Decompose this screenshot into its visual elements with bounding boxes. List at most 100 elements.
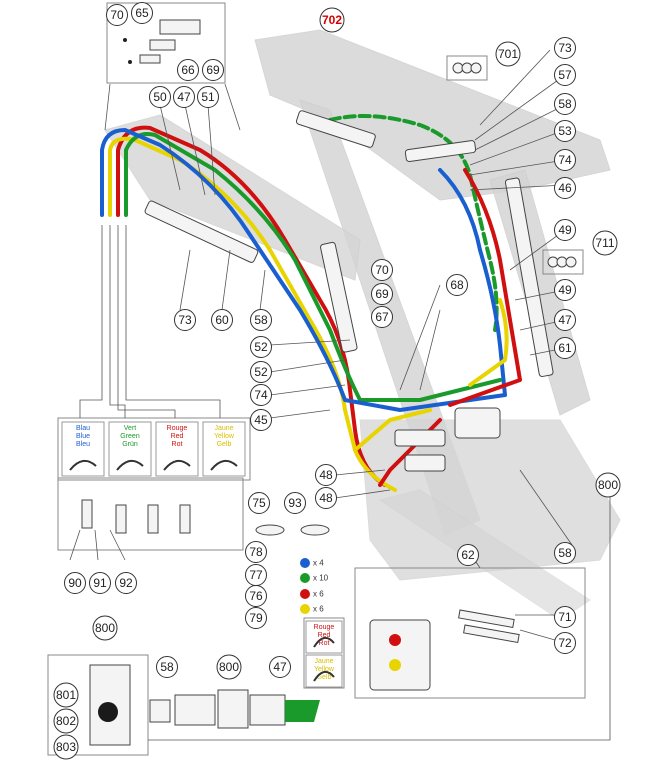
callout-number: 73 [178,313,192,327]
callout-circle [173,86,195,108]
callout-circle [250,384,272,406]
callout-circle [554,120,576,142]
callout-47: 47 [173,86,195,108]
legend-text: Rouge [167,425,188,432]
callout-circle [53,682,79,708]
callout-circle [250,336,272,358]
callout-number: 711 [595,236,614,250]
legend-text: Blau [76,425,90,432]
callout-circle [554,606,576,628]
callout-number: 76 [249,589,263,603]
callout-circle [554,149,576,171]
callout-circle [177,59,199,81]
callout-51: 51 [197,86,219,108]
callout-circle [319,7,345,33]
legend-text: Jaune [214,425,233,432]
callout-800: 800 [216,654,242,680]
callout-number: 58 [558,97,572,111]
callout-58: 58 [554,542,576,564]
callout-circle [197,86,219,108]
callout-number: 74 [558,153,572,167]
legend-text: Jaune [314,658,333,665]
callout-circle [92,615,118,641]
callout-49: 49 [554,279,576,301]
legend-text: Yellow [214,433,235,440]
callout-circle [250,309,272,331]
callout-circle [495,41,521,67]
callout-circle [554,542,576,564]
legend-text: Grün [122,441,138,448]
callout-number: 701 [498,47,518,61]
callout-number: 50 [153,90,167,104]
callout-47: 47 [269,656,291,678]
callout-number: 75 [252,496,266,510]
callout-number: 800 [598,478,618,492]
callout-number: 48 [319,468,333,482]
colour-swatches [300,558,310,614]
coupler-section-box [47,495,611,756]
callout-circle [53,734,79,760]
callout-800: 800 [92,615,118,641]
callout-circle [592,230,618,256]
callout-number: 92 [119,576,133,590]
callout-number: 74 [254,388,268,402]
callout-number: 62 [461,548,475,562]
callout-46: 46 [554,177,576,199]
callout-circle [156,656,178,678]
callout-number: 57 [558,68,572,82]
callout-67: 67 [371,306,393,328]
callout-circle [202,59,224,81]
callout-71: 71 [554,606,576,628]
callout-circle [554,37,576,59]
legend-text: Vert [124,425,137,432]
callout-number: 800 [219,660,239,674]
callout-47: 47 [554,309,576,331]
callout-45: 45 [250,409,272,431]
legend-text: Green [120,433,140,440]
qty-78: x 4 [313,559,324,568]
coupler-hook-icon [210,459,238,471]
callout-number: 47 [558,313,572,327]
valve-detail-box [303,567,586,699]
colour-legend [57,225,251,481]
callout-number: 802 [56,714,76,728]
callout-58: 58 [250,309,272,331]
callout-circle [554,93,576,115]
coupler-hook-icon [163,459,191,471]
callout-circle [64,572,86,594]
callout-48: 48 [315,464,337,486]
callout-circle [554,177,576,199]
seal-rings [446,55,584,275]
callout-circle [371,306,393,328]
callout-number: 79 [249,611,263,625]
callout-number: 46 [558,181,572,195]
callout-74: 74 [250,384,272,406]
callout-circle [315,487,337,509]
callout-circle [446,274,468,296]
callout-circle [211,309,233,331]
callout-number: 70 [110,8,124,22]
callout-number: 67 [375,310,389,324]
callout-number: 91 [93,576,107,590]
legend-text: Rot [319,640,330,647]
callout-circle [250,361,272,383]
callout-number: 53 [558,124,572,138]
qty-77: x 10 [313,574,329,583]
callout-number: 90 [68,576,82,590]
callout-circle [131,2,153,24]
callout-93: 93 [284,492,306,514]
callout-74: 74 [554,149,576,171]
callout-number: 702 [322,13,342,27]
callout-circle [554,632,576,654]
legend-text: Red [318,632,331,639]
callout-circle [554,219,576,241]
callout-number: 52 [254,365,268,379]
coupler-hook-icon [313,670,335,682]
callout-76: 76 [245,585,267,607]
callout-circle [315,464,337,486]
callout-circle [554,279,576,301]
